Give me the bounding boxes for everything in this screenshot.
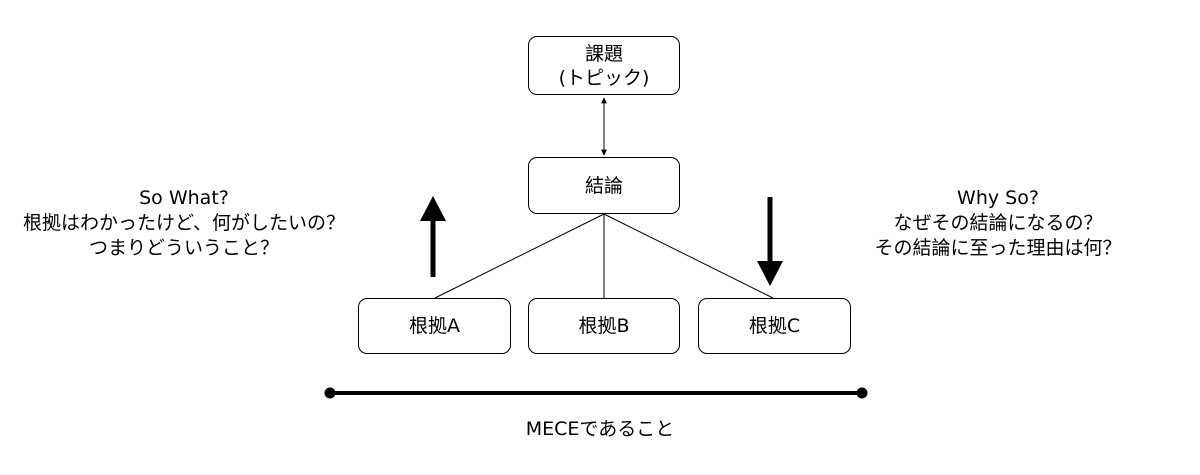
why-so-title: Why So?: [957, 187, 1039, 209]
topic-line-1: 課題: [584, 42, 623, 65]
evidence-b-label: 根拠B: [578, 315, 630, 337]
so-what-title: So What?: [139, 187, 229, 209]
why-so-annotation: Why So? なぜその結論になるの？ その結論に至った理由は何？: [808, 186, 1188, 261]
topic-line-2: (トピック): [558, 66, 650, 89]
so-what-line-2: つまりどういうこと？: [88, 237, 279, 259]
so-what-annotation: So What? 根拠はわかったけど、何がしたいの？ つまりどういうこと？: [0, 186, 368, 261]
evidence-b-node: 根拠B: [528, 298, 680, 354]
why-so-line-1: なぜその結論になるの？: [893, 212, 1103, 234]
why-so-line-2: その結論に至った理由は何？: [874, 237, 1122, 259]
conclusion-to-evidence-a-line: [434, 213, 605, 299]
evidence-c-node: 根拠C: [698, 298, 851, 354]
conclusion-node: 結論: [528, 157, 680, 214]
evidence-c-label: 根拠C: [748, 315, 801, 337]
topic-node: 課題 (トピック): [528, 36, 680, 95]
evidence-a-label: 根拠A: [409, 315, 460, 337]
mece-label: MECEであること: [525, 418, 675, 440]
mece-bar: [324, 387, 868, 399]
so-what-line-1: 根拠はわかったけど、何がしたいの？: [22, 212, 346, 234]
evidence-a-node: 根拠A: [358, 298, 511, 354]
conclusion-label: 結論: [584, 174, 623, 197]
conclusion-to-evidence-c-line: [603, 213, 774, 299]
why-so-down-arrow: [757, 197, 783, 286]
so-what-up-arrow: [420, 196, 446, 277]
